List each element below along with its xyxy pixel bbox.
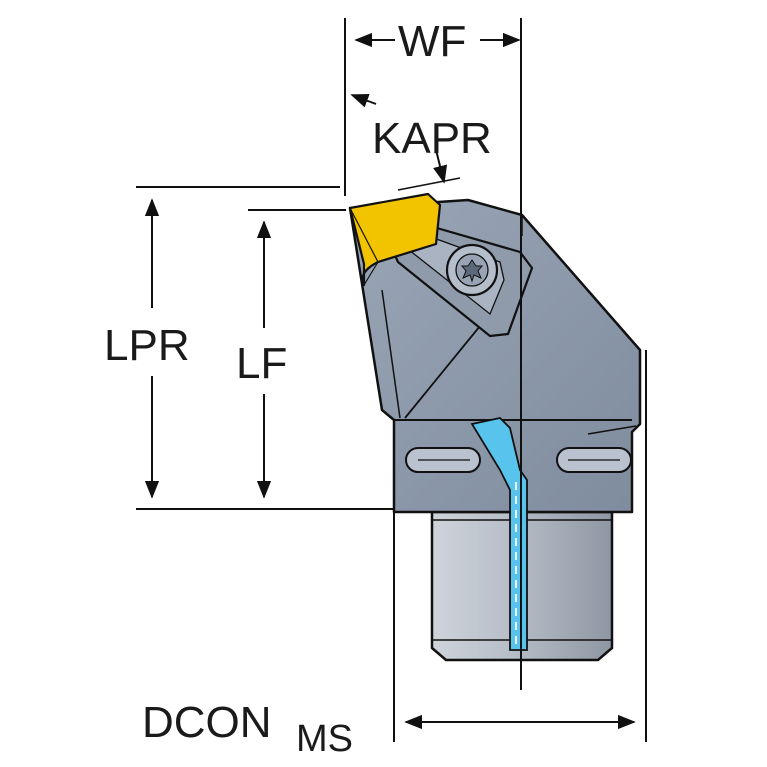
coolant-channel: [470, 417, 528, 651]
kapr-label: KAPR: [372, 114, 492, 163]
dim-kapr: [350, 93, 461, 191]
lpr-label: LPR: [104, 321, 190, 370]
lf-label: LF: [236, 339, 287, 388]
body-slot-right: [556, 447, 632, 473]
dcon-label: DCON: [142, 698, 272, 747]
wf-label: WF: [398, 17, 466, 66]
torx-screw-icon: [445, 243, 499, 297]
dim-lpr: [136, 186, 394, 510]
rhombic-insert-icon: [348, 192, 442, 287]
dim-dcon: [393, 350, 647, 742]
body-slot-left: [405, 447, 481, 473]
dim-lf: [248, 209, 346, 499]
dcon-subscript: MS: [296, 718, 353, 760]
